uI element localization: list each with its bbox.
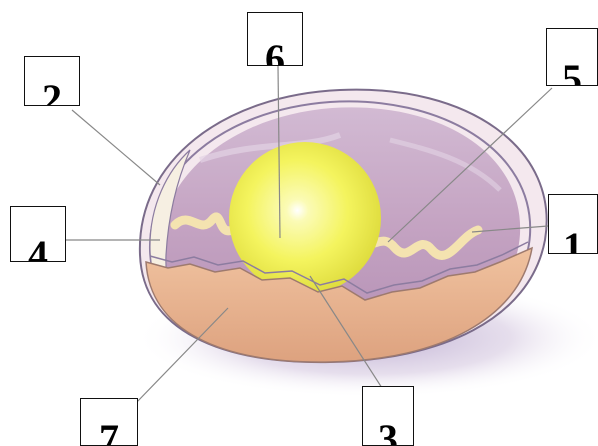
label-box-1: 1: [548, 194, 598, 254]
label-box-7: 7: [80, 398, 138, 446]
label-number-4: 4: [28, 235, 48, 262]
label-box-4: 4: [10, 206, 66, 262]
label-box-6: 6: [247, 12, 303, 66]
label-box-5: 5: [546, 28, 598, 86]
yolk: [229, 142, 381, 294]
label-number-7: 7: [99, 419, 119, 446]
label-number-5: 5: [562, 59, 582, 86]
label-number-3: 3: [378, 419, 398, 446]
leader-line-2: [72, 110, 160, 185]
label-number-2: 2: [42, 79, 62, 106]
label-number-1: 1: [563, 227, 583, 254]
label-box-3: 3: [362, 386, 414, 446]
label-number-6: 6: [265, 39, 285, 66]
label-box-2: 2: [24, 56, 80, 106]
